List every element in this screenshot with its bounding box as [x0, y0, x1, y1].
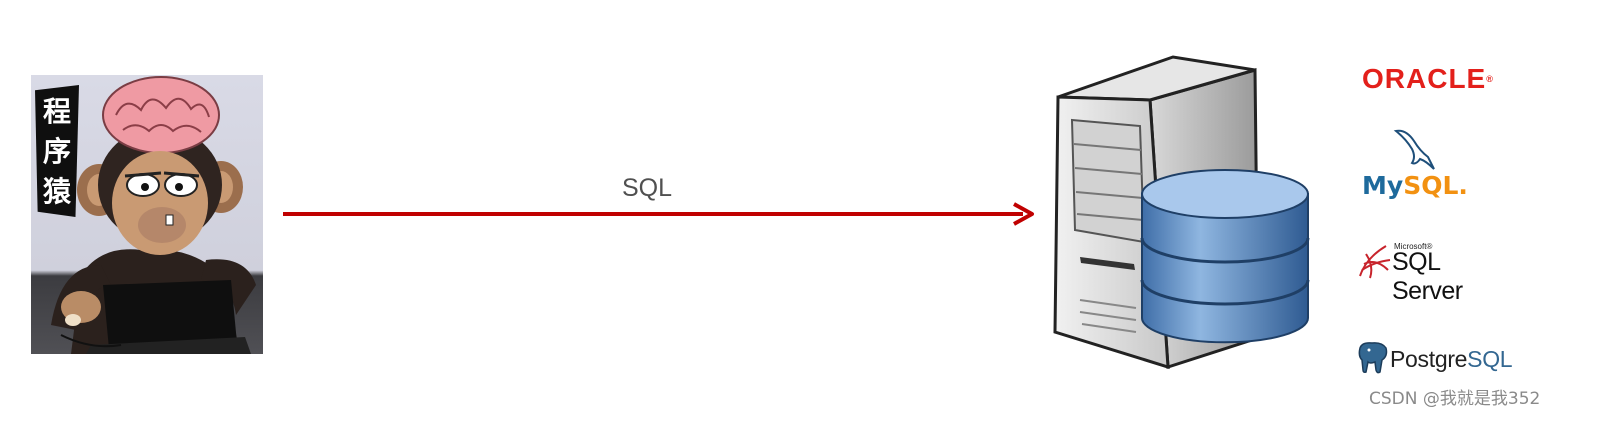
programmer-monkey-image: 程 序 猿 [31, 75, 263, 354]
banner-char: 程 [42, 95, 71, 128]
sql-arrow-line [283, 212, 1023, 216]
postgresql-logo-text: PostgreSQL [1390, 346, 1513, 373]
csdn-watermark: CSDN @我就是我352 [1369, 389, 1541, 409]
database-server-icon [1053, 55, 1310, 370]
postgresql-sql: SQL [1467, 346, 1513, 372]
mysql-logo-text: MySQL. [1362, 171, 1468, 200]
sql-server-icon [1359, 245, 1391, 279]
postgresql-logo: PostgreSQL [1356, 338, 1536, 378]
dolphin-icon [1393, 129, 1435, 170]
sql-server-vendor: Microsoft® [1394, 242, 1433, 251]
arrow-head-icon [1013, 202, 1034, 226]
oracle-registered-mark: ® [1486, 74, 1493, 84]
banner-char: 猿 [42, 175, 71, 208]
elephant-icon [1358, 342, 1388, 374]
sql-arrow-label: SQL [622, 174, 673, 202]
sql-server-logo-text: SQL Server [1392, 248, 1463, 305]
banner-char: 序 [42, 135, 71, 168]
mysql-logo: MySQL. [1360, 125, 1480, 203]
oracle-logo: ORACLE® [1362, 64, 1493, 94]
mysql-sql: SQL [1403, 171, 1459, 200]
sql-server-logo: Microsoft® SQL Server [1356, 238, 1506, 305]
postgresql-prefix: Postgre [1390, 346, 1468, 372]
programmer-banner: 程 序 猿 [35, 85, 79, 217]
mysql-my: My [1362, 171, 1404, 200]
mysql-dot: . [1458, 171, 1468, 200]
monkey-illustration [51, 76, 256, 354]
oracle-logo-text: ORACLE [1362, 63, 1487, 94]
